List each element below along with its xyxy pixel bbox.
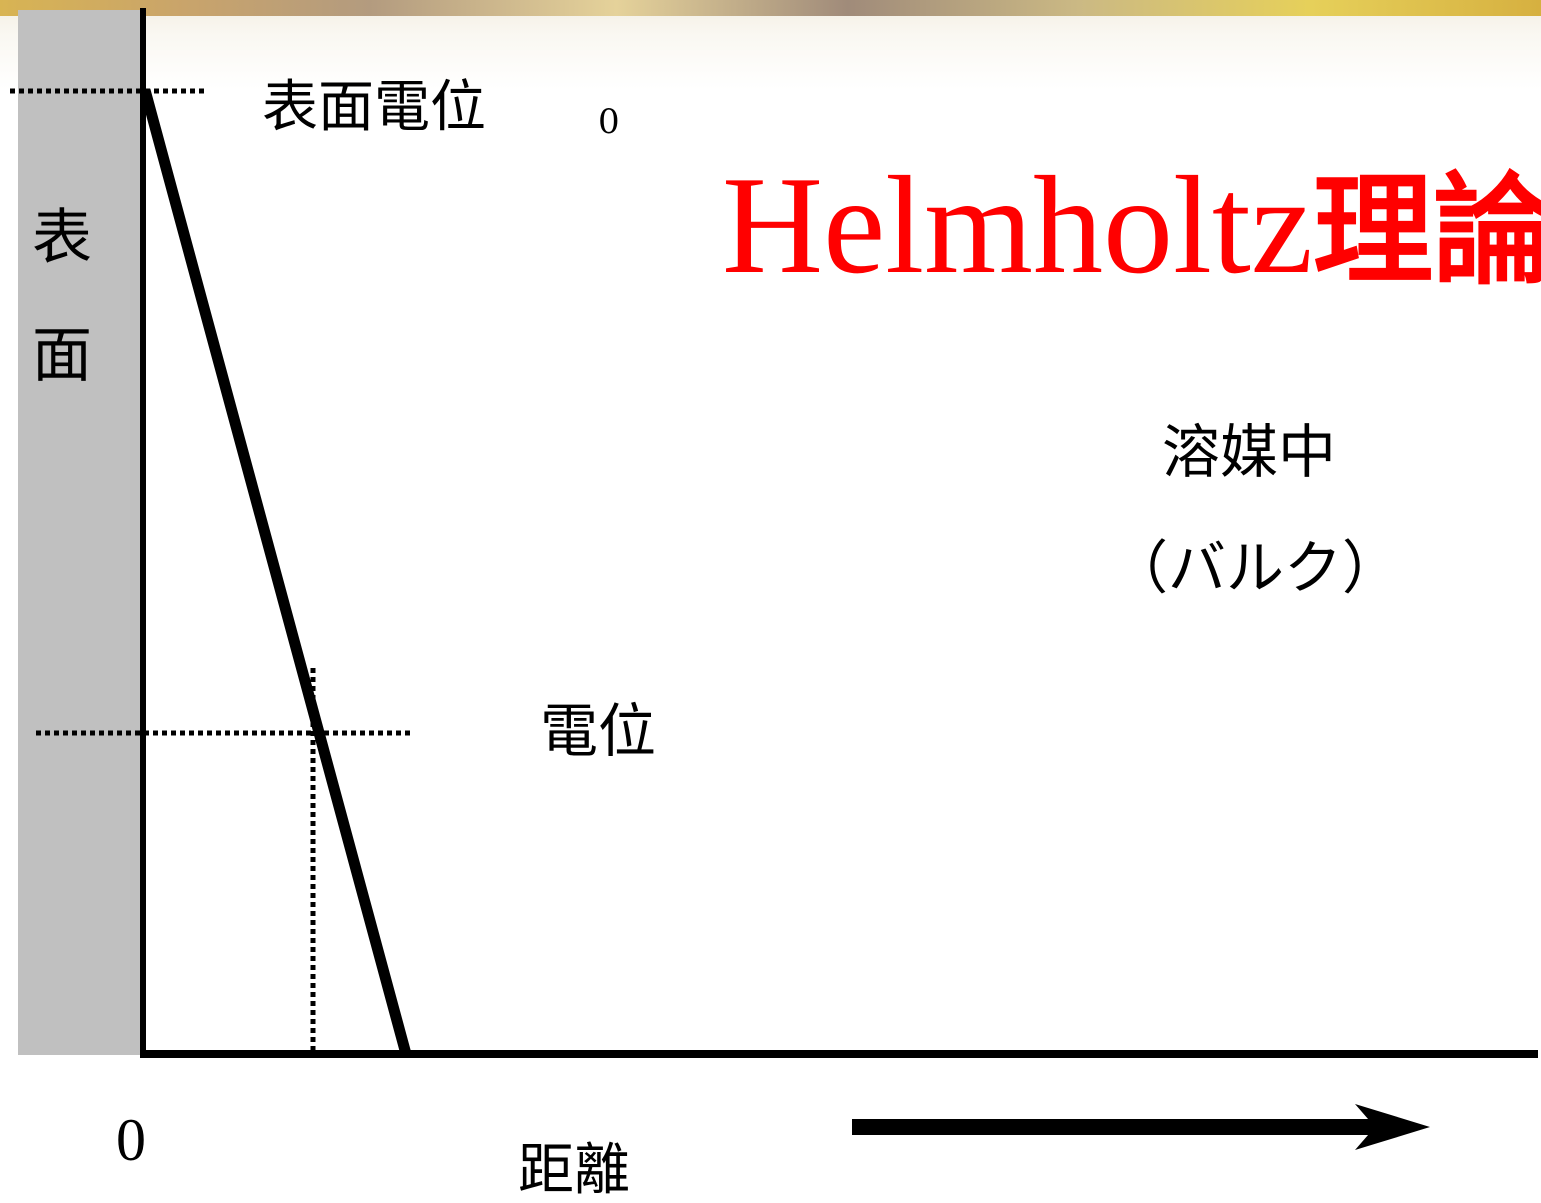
surface-potential-label: 表面電位: [262, 75, 486, 140]
origin-label: 0: [116, 1107, 146, 1173]
distance-label: 距離: [518, 1138, 630, 1203]
bulk-label: （バルク）: [1110, 534, 1401, 602]
surface-panel: [18, 10, 140, 1055]
solvent-label: 溶媒中: [1162, 418, 1337, 486]
page-title: Helmholtz理論: [722, 155, 1541, 302]
banner-photo-strip: [0, 0, 1541, 16]
distance-arrow: [852, 1104, 1430, 1150]
title-latin: Helmholtz: [722, 148, 1313, 303]
surface-label-char-2: 面: [32, 321, 92, 391]
surface-label-char-1: 表: [32, 203, 92, 273]
header-banner: [0, 0, 1541, 90]
title-kanji: 理論: [1312, 162, 1541, 301]
potential-label: 電位: [540, 697, 657, 765]
surface-potential-subscript: 0: [598, 102, 620, 142]
potential-drop-line: [139, 88, 412, 1056]
